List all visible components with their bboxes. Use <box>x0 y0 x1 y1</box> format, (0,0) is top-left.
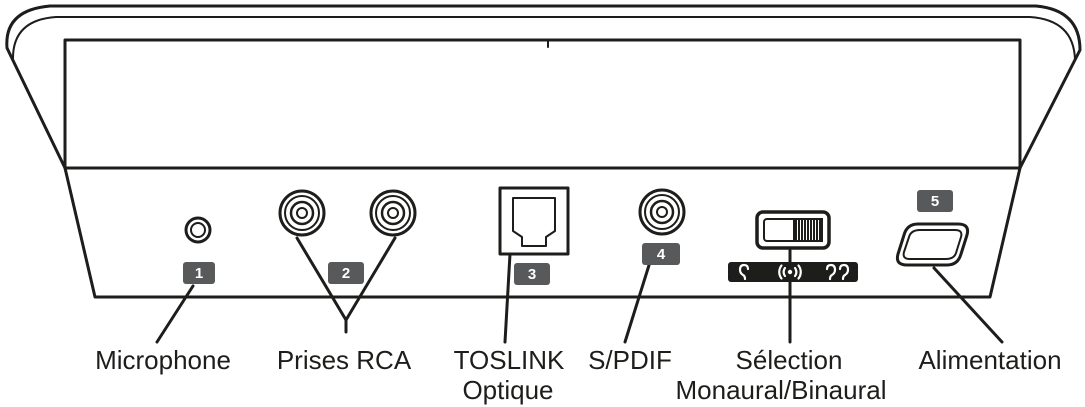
power-label: Alimentation <box>918 345 1061 375</box>
single-ear-icon <box>738 263 750 281</box>
mode-icon-bar <box>728 262 858 282</box>
badge-5-background <box>917 190 953 212</box>
rca-right-callout-line <box>344 236 397 322</box>
selection-label-line1: Sélection <box>736 345 843 375</box>
badge-3: 3 <box>514 263 550 285</box>
selection-label-line2: Monaural/Binaural <box>675 375 886 405</box>
badge-2-background <box>328 262 364 284</box>
both-ears-icon <box>825 263 850 281</box>
badge-1: 1 <box>183 262 215 284</box>
badge-4-number: 4 <box>657 246 666 263</box>
badge-5: 5 <box>917 190 953 212</box>
toslink-label-line1: TOSLINK <box>454 345 565 375</box>
microphone-label: Microphone <box>95 345 231 375</box>
rca-label: Prises RCA <box>277 345 412 375</box>
badge-5-number: 5 <box>931 193 939 210</box>
toslink-callout-line <box>503 252 512 344</box>
badge-2: 2 <box>328 262 364 284</box>
microphone-callout-line <box>155 284 195 344</box>
microphone-jack <box>184 216 212 244</box>
rca-left-callout-line <box>295 236 348 322</box>
badge-4: 4 <box>642 243 680 265</box>
rca-left-pin <box>296 207 308 219</box>
badge-2-number: 2 <box>342 265 350 282</box>
rca-jack-left <box>278 189 326 237</box>
toslink-port <box>498 186 570 256</box>
spdif-pin <box>656 206 668 218</box>
badge-3-background <box>514 263 550 285</box>
wireless-icon <box>778 264 802 280</box>
lid-inner-edge <box>11 16 1076 61</box>
power-socket-inner <box>902 229 963 260</box>
mode-selection-switch <box>755 210 831 250</box>
badge-4-background <box>642 243 680 265</box>
port-labels: Microphone Prises RCA TOSLINK Optique S/… <box>95 345 1061 405</box>
power-callout-line <box>932 266 1004 344</box>
spdif-label: S/PDIF <box>588 345 672 375</box>
rca-jack-right <box>369 189 417 237</box>
toslink-label-line2: Optique <box>462 375 553 405</box>
top-face-panel <box>63 38 1022 170</box>
microphone-jack-hole <box>190 222 206 238</box>
power-socket <box>895 222 970 267</box>
icon-bar-background <box>728 262 858 282</box>
spdif-callout-line <box>623 260 652 344</box>
badge-3-number: 3 <box>528 266 536 283</box>
toslink-port-opening <box>512 197 556 247</box>
badge-1-number: 1 <box>195 265 203 282</box>
switch-knob <box>793 218 823 242</box>
callout-lines <box>155 236 1004 344</box>
badge-1-background <box>183 262 215 284</box>
spdif-jack <box>638 188 686 236</box>
rca-right-pin <box>387 207 399 219</box>
